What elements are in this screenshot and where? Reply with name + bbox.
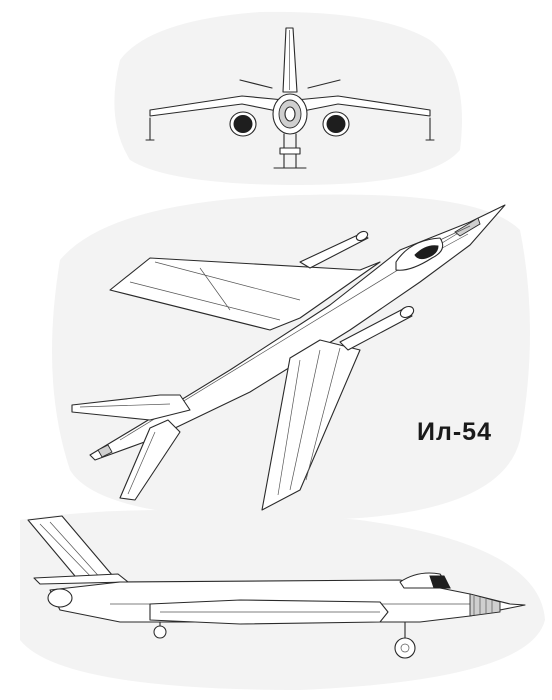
aircraft-designation-label: Ил-54 (417, 418, 492, 446)
plan-view (71, 204, 506, 511)
plan-tailplane-lower (119, 419, 181, 501)
plan-wing-upper (109, 257, 381, 331)
front-view (145, 27, 435, 169)
plan-wing-lower (261, 339, 361, 511)
plan-tailplane-upper (71, 394, 191, 421)
side-main-wheel (394, 637, 416, 659)
side-view (27, 515, 526, 659)
front-fin (282, 27, 298, 93)
